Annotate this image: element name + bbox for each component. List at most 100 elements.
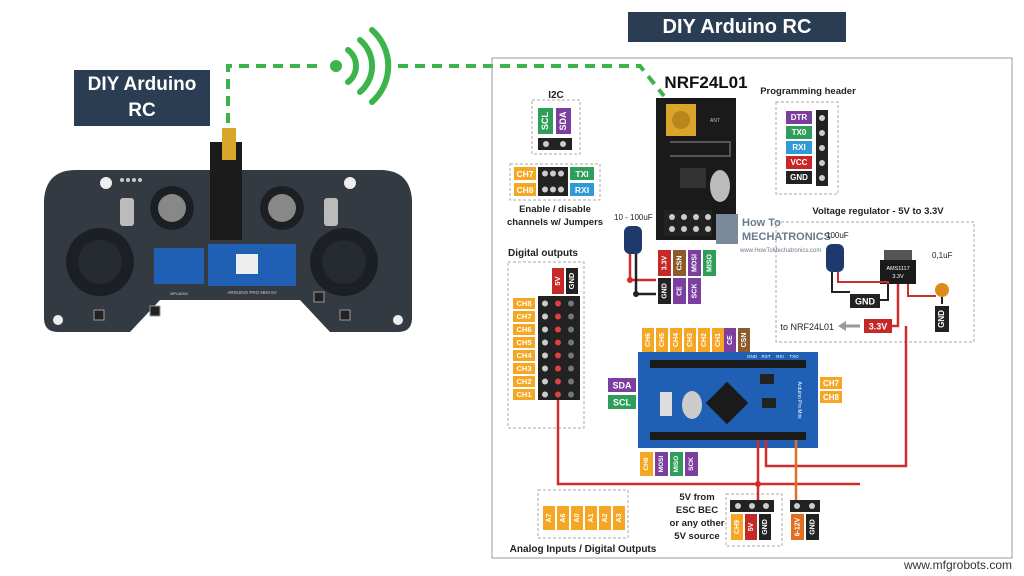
nrf-title: NRF24L01: [664, 73, 747, 92]
watermark: www.mfgrobots.com: [903, 558, 1012, 572]
pro-mini-scl-label: SCL: [613, 398, 632, 408]
jumper-rxi: [570, 183, 594, 196]
nrf-pin-label-miso: MISO: [706, 254, 713, 272]
analog-pin-label-a6: A6: [560, 513, 567, 522]
prog-pin-tx0: [786, 126, 812, 139]
pro-mini-bottom-mosi: [655, 452, 668, 476]
pro-mini-pin-txo: TXO: [789, 354, 799, 359]
digital-pin-hole: [568, 365, 574, 372]
pro-mini-top-ch1: [712, 328, 724, 352]
transmitter-title-line1: DIY Arduino: [87, 74, 197, 95]
nrf-pin-label-mosi: MOSI: [691, 254, 698, 272]
analog-pin-label-a3: A3: [616, 513, 623, 522]
pro-mini-top-label-ch4: CH4: [673, 333, 680, 347]
digital-channel-ch4: [513, 350, 535, 361]
regulator-cap1: [826, 244, 844, 272]
digital-pin-hole: [555, 300, 561, 307]
jumper-ch8-label: CH8: [516, 185, 533, 195]
i2c-title: I2C: [548, 90, 564, 101]
channel-jumpers: CH7 CH8 TXI RXI Enable / disable channel…: [507, 163, 603, 228]
regulator-out-label: to NRF24L01: [780, 322, 834, 332]
digital-pin-hole: [568, 352, 574, 359]
digital-pin-hole: [555, 352, 561, 359]
prog-pin-label-gnd: GND: [790, 173, 808, 182]
nrf-pin-label-3-3v: 3.3V: [661, 255, 668, 270]
digital-pin-hole: [542, 378, 548, 385]
regulator-out-badge: [864, 319, 892, 333]
nrf-pin-miso: [703, 250, 716, 276]
logo-mark-icon: [716, 214, 738, 244]
digital-header-gnd: [566, 268, 578, 294]
analog-pin-a3: [613, 506, 625, 530]
digital-pin-hole: [542, 391, 548, 398]
pro-mini-top-label-ch6: CH6: [645, 333, 652, 347]
regulator-gnd2: GND: [937, 310, 946, 328]
receiver-title: DIY Arduino RC Receiver: [628, 12, 846, 68]
nrf-pin-label-csn: CSN: [676, 256, 683, 271]
digital-pin-hole: [555, 313, 561, 320]
digital-channel-label-ch4: CH4: [516, 351, 532, 360]
nrf-pin-gnd: [658, 278, 671, 304]
raw-pin-6-12v: [791, 514, 804, 540]
transmitter-controller: MPU6050 ARDUINO PRO MINI 5V: [44, 128, 412, 332]
digital-header-5v-label: 5V: [553, 276, 562, 285]
i2c-pin-sda: [556, 108, 571, 134]
i2c-section: I2C SCL SDA: [531, 90, 581, 155]
prog-pin-gnd: [786, 171, 812, 184]
tx-arduino-label: ARDUINO PRO MINI 5V: [227, 290, 276, 295]
pro-mini-sda-label: SDA: [612, 381, 632, 391]
i2c-pin-scl-label: SCL: [540, 111, 550, 130]
pro-mini-ch7: [820, 377, 842, 389]
digital-channel-ch6: [513, 324, 535, 335]
pro-mini-ch8-label: CH8: [823, 393, 840, 402]
pro-mini-top-ce: [724, 328, 736, 352]
pro-mini-sda: [608, 378, 636, 392]
pro-mini-top-label-ch5: CH5: [659, 333, 666, 347]
logo-line1: How To: [742, 217, 781, 229]
nrf-pin-ce: [673, 278, 686, 304]
digital-pin-hole: [542, 326, 548, 333]
voltage-regulator: Voltage regulator - 5V to 3.3V 100uF AMS…: [775, 206, 975, 343]
jumpers-caption-line1: Enable / disable: [519, 204, 591, 215]
pro-mini-pin-rxi: RXI: [776, 354, 784, 359]
digital-header-5v: [552, 268, 564, 294]
regulator-gnd2-badge: [935, 306, 949, 332]
digital-pin-hole: [568, 391, 574, 398]
prog-pin-label-rxi: RXI: [792, 143, 805, 152]
analog-pin-label-a7: A7: [546, 513, 553, 522]
prog-pin-label-dtr: DTR: [791, 113, 808, 122]
pro-mini-top-label-ce: CE: [727, 335, 734, 345]
raw-pin-gnd: [806, 514, 819, 540]
jumper-txi-label: TXI: [575, 169, 588, 179]
analog-pin-label-a0: A0: [574, 513, 581, 522]
i2c-pin-sda-label: SDA: [558, 111, 568, 131]
digital-outputs-title: Digital outputs: [508, 248, 578, 259]
nrf-pin-label-sck: SCK: [691, 284, 698, 299]
pro-mini-board-text: Arduino Pro Mini: [796, 382, 802, 419]
nrf-pin-label-ce: CE: [676, 286, 683, 296]
nrf-pin-sck: [688, 278, 701, 304]
power-pin-gnd: [759, 514, 771, 540]
digital-pin-hole: [568, 378, 574, 385]
digital-pin-hole: [555, 391, 561, 398]
digital-channel-ch8: [513, 298, 535, 309]
analog-pin-a2: [599, 506, 611, 530]
regulator-chip-line2: 3.3V: [892, 274, 904, 280]
howtomechatronics-logo: How To MECHATRONICS www.HowToMechatronic…: [716, 214, 831, 254]
pro-mini-top-ch4: [670, 328, 682, 352]
pro-mini-bottom-label-miso-2: MISO: [673, 456, 680, 473]
pro-mini-top-csn: [738, 328, 750, 352]
imu-label: MPU6050: [170, 291, 189, 296]
digital-channel-ch5: [513, 337, 535, 348]
digital-channel-ch2: [513, 376, 535, 387]
wireless-link: [226, 27, 666, 140]
nrf-pin-csn: [673, 250, 686, 276]
digital-channel-label-ch7: CH7: [516, 312, 531, 321]
nrf-capacitor: [624, 226, 642, 254]
pro-mini-bottom-sck: [685, 452, 698, 476]
analog-pin-a6: [557, 506, 569, 530]
